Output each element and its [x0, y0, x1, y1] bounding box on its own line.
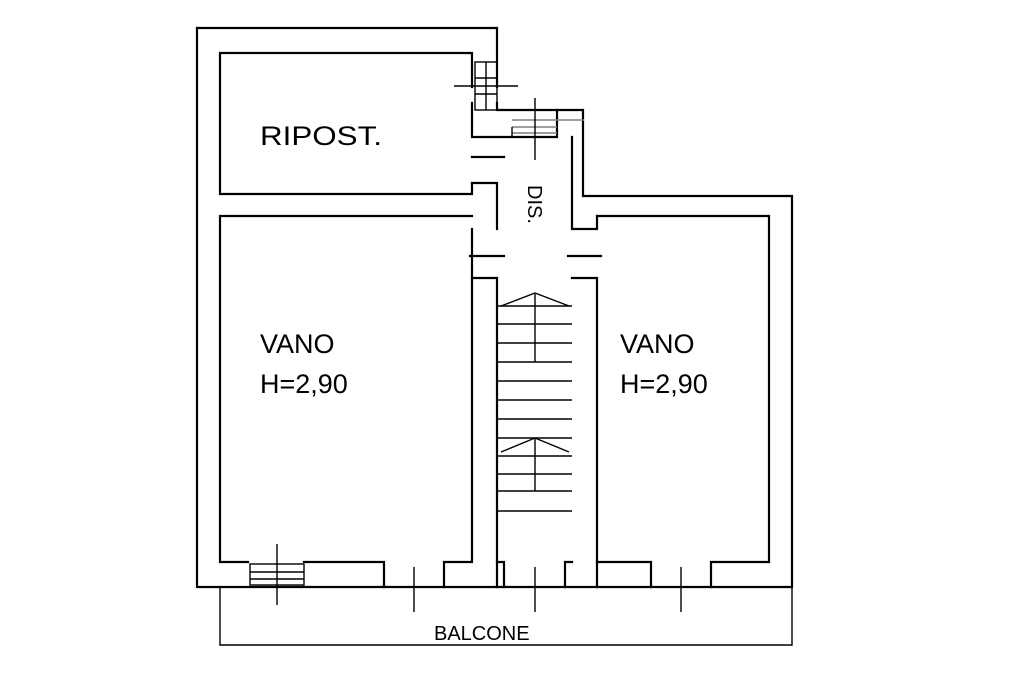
ripostiglio-room [218, 51, 559, 196]
balcony-label: BALCONE [434, 623, 530, 645]
corridor-label: DIS. [523, 185, 545, 224]
right-room-name: VANO [620, 329, 695, 359]
stair-treads [497, 294, 572, 512]
left-room-name: VANO [260, 329, 335, 359]
corridor-walls [468, 135, 603, 258]
stair-walls [470, 276, 599, 589]
door-marks [413, 567, 682, 612]
stair-arrows [500, 292, 570, 453]
balcony-outline [219, 587, 793, 646]
left-room [218, 214, 474, 589]
right-room [595, 214, 771, 589]
ripostiglio-window [454, 61, 518, 111]
labels: RIPOST. VANO H=2,90 VANO H=2,90 DIS. BAL… [260, 121, 708, 645]
left-room-window [249, 544, 305, 605]
corridor-window [511, 98, 584, 160]
ripostiglio-label: RIPOST. [260, 121, 382, 151]
right-room-height: H=2,90 [620, 369, 708, 399]
outer-wall [195, 26, 794, 589]
left-room-height: H=2,90 [260, 369, 348, 399]
